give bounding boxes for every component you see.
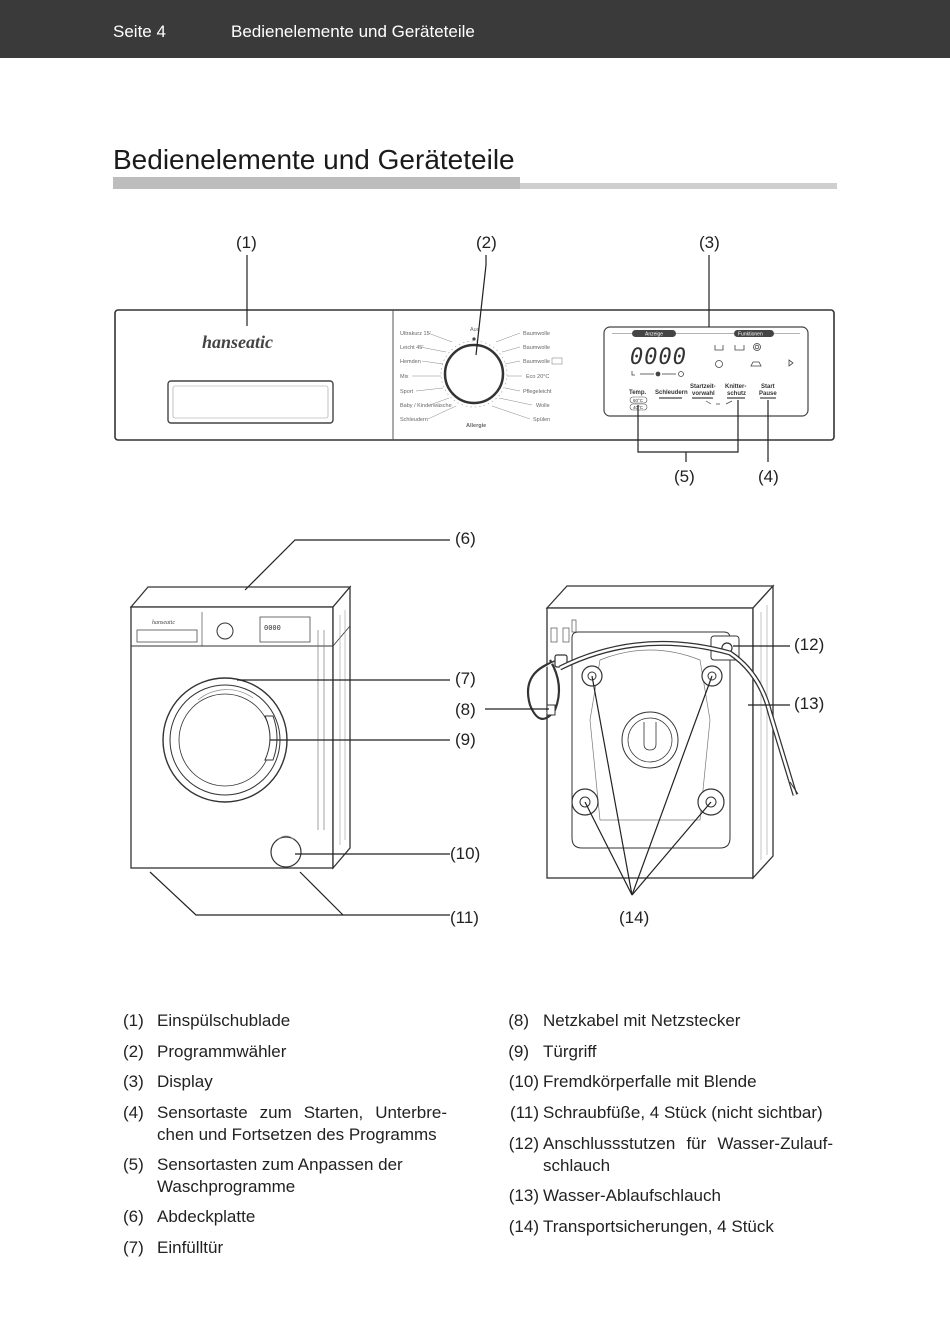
display-tab-functions: Funktionen: [738, 332, 763, 338]
legend-item: (8) Netzkabel mit Netzstecker: [508, 1011, 741, 1030]
svg-text:vorwahl: vorwahl: [692, 391, 715, 397]
legend-item: (13) Wasser-Ablaufschlauch: [508, 1186, 721, 1205]
display-digits: 0000: [630, 345, 687, 370]
svg-text:hanseatic: hanseatic: [152, 620, 175, 626]
svg-text:Start: Start: [761, 384, 775, 390]
legend-item: (2) Programmwähler: [123, 1042, 287, 1061]
svg-text:Hemden: Hemden: [400, 359, 421, 365]
svg-text:Spülen: Spülen: [533, 417, 550, 423]
callout-9: (9): [455, 730, 476, 749]
legend-item: (14) Transportsicherungen, 4 Stück: [508, 1217, 774, 1236]
appliance-diagram: hanseatic Aus Allergie Ultrakurz 15' Lei…: [114, 233, 835, 927]
legend-item: (10) Fremdkörperfalle mit Blende: [508, 1072, 757, 1091]
svg-text:Eco 20°C: Eco 20°C: [526, 374, 549, 380]
program-dial: [443, 343, 505, 405]
legend-item: (4) Sensortaste zum Starten, Unterbre-ch…: [123, 1103, 447, 1144]
page-header: Seite 4 Bedienelemente und Geräteteile: [0, 0, 950, 58]
callout-1: (1): [236, 233, 257, 252]
svg-text:Sport: Sport: [400, 389, 414, 395]
rear-callout-lines: [485, 645, 790, 896]
front-callout-lines: [149, 539, 450, 916]
svg-text:Baumwolle: Baumwolle: [523, 331, 550, 337]
svg-text:Schleudern: Schleudern: [655, 390, 688, 396]
callout-5: (5): [674, 467, 695, 486]
legend-item: (12) Anschlussstutzen für Wasser-Zulauf-…: [508, 1134, 833, 1175]
svg-text:Baumwolle: Baumwolle: [523, 345, 550, 351]
page-number: Seite 4: [113, 22, 166, 41]
callout-4: (4): [758, 467, 779, 486]
svg-text:Leicht 45': Leicht 45': [400, 345, 423, 351]
legend-item: (11) Schraubfüße, 4 Stück (nicht sichtba…: [510, 1103, 823, 1122]
page-title: Bedienelemente und Geräteteile: [113, 144, 515, 175]
washer-front-view: hanseatic 0000: [129, 585, 352, 870]
svg-text:Temp.: Temp.: [629, 390, 647, 396]
legend-item: (7) Einfülltür: [123, 1238, 224, 1257]
header-section-title: Bedienelemente und Geräteteile: [231, 22, 475, 41]
display-tab-indicator: Anzeige: [645, 332, 663, 338]
legend-item: (9) Türgriff: [508, 1042, 597, 1061]
callout-14: (14): [619, 908, 649, 927]
svg-text:Schleudern: Schleudern: [400, 417, 428, 423]
svg-text:schutz: schutz: [727, 391, 746, 397]
svg-text:Baby / Kinderwäsche: Baby / Kinderwäsche: [400, 403, 452, 409]
dial-off-label: Aus: [470, 327, 480, 333]
svg-text:Baumwolle: Baumwolle: [523, 359, 550, 365]
control-panel: hanseatic Aus Allergie Ultrakurz 15' Lei…: [114, 309, 835, 441]
svg-text:Pflegeleicht: Pflegeleicht: [523, 389, 552, 395]
program-labels-left: Ultrakurz 15' Leicht 45' Hemden Mix Spor…: [400, 331, 457, 423]
callout-10: (10): [450, 844, 480, 863]
display-status-icons: [631, 343, 794, 377]
detergent-drawer: [167, 380, 334, 424]
svg-text:Knitter-: Knitter-: [725, 384, 746, 390]
brand-logo: hanseatic: [202, 332, 273, 352]
callout-7: (7): [455, 669, 476, 688]
legend-item: (3) Display: [123, 1072, 213, 1091]
title-underline-extension: [520, 183, 837, 189]
svg-text:Pause: Pause: [759, 391, 777, 397]
callout-8: (8): [455, 700, 476, 719]
callout-2: (2): [476, 233, 497, 252]
callout-13: (13): [794, 694, 824, 713]
svg-text:Startzeit-: Startzeit-: [690, 384, 716, 390]
panel-callout-lines: [246, 255, 769, 462]
svg-text:0000: 0000: [264, 624, 281, 632]
legend-item: (6) Abdeckplatte: [123, 1207, 256, 1226]
program-labels-right: Baumwolle Baumwolle Baumwolle Eco 20°C P…: [491, 331, 563, 423]
legend-item: (1) Einspülschublade: [123, 1011, 291, 1030]
callout-3: (3): [699, 233, 720, 252]
svg-text:Wolle: Wolle: [536, 403, 550, 409]
callout-6: (6): [455, 529, 476, 548]
svg-text:60°C: 60°C: [633, 398, 644, 403]
display-frame: [603, 326, 809, 417]
legend-item: (5) Sensortasten zum Anpassen der Waschp…: [123, 1155, 403, 1196]
title-underline: [113, 177, 520, 189]
callout-12: (12): [794, 635, 824, 654]
svg-text:Ultrakurz 15': Ultrakurz 15': [400, 331, 431, 337]
dial-bottom-label: Allergie: [466, 423, 486, 429]
washer-rear-view: [526, 584, 799, 880]
callout-11: (11): [450, 908, 479, 927]
svg-text:Mix: Mix: [400, 374, 409, 380]
